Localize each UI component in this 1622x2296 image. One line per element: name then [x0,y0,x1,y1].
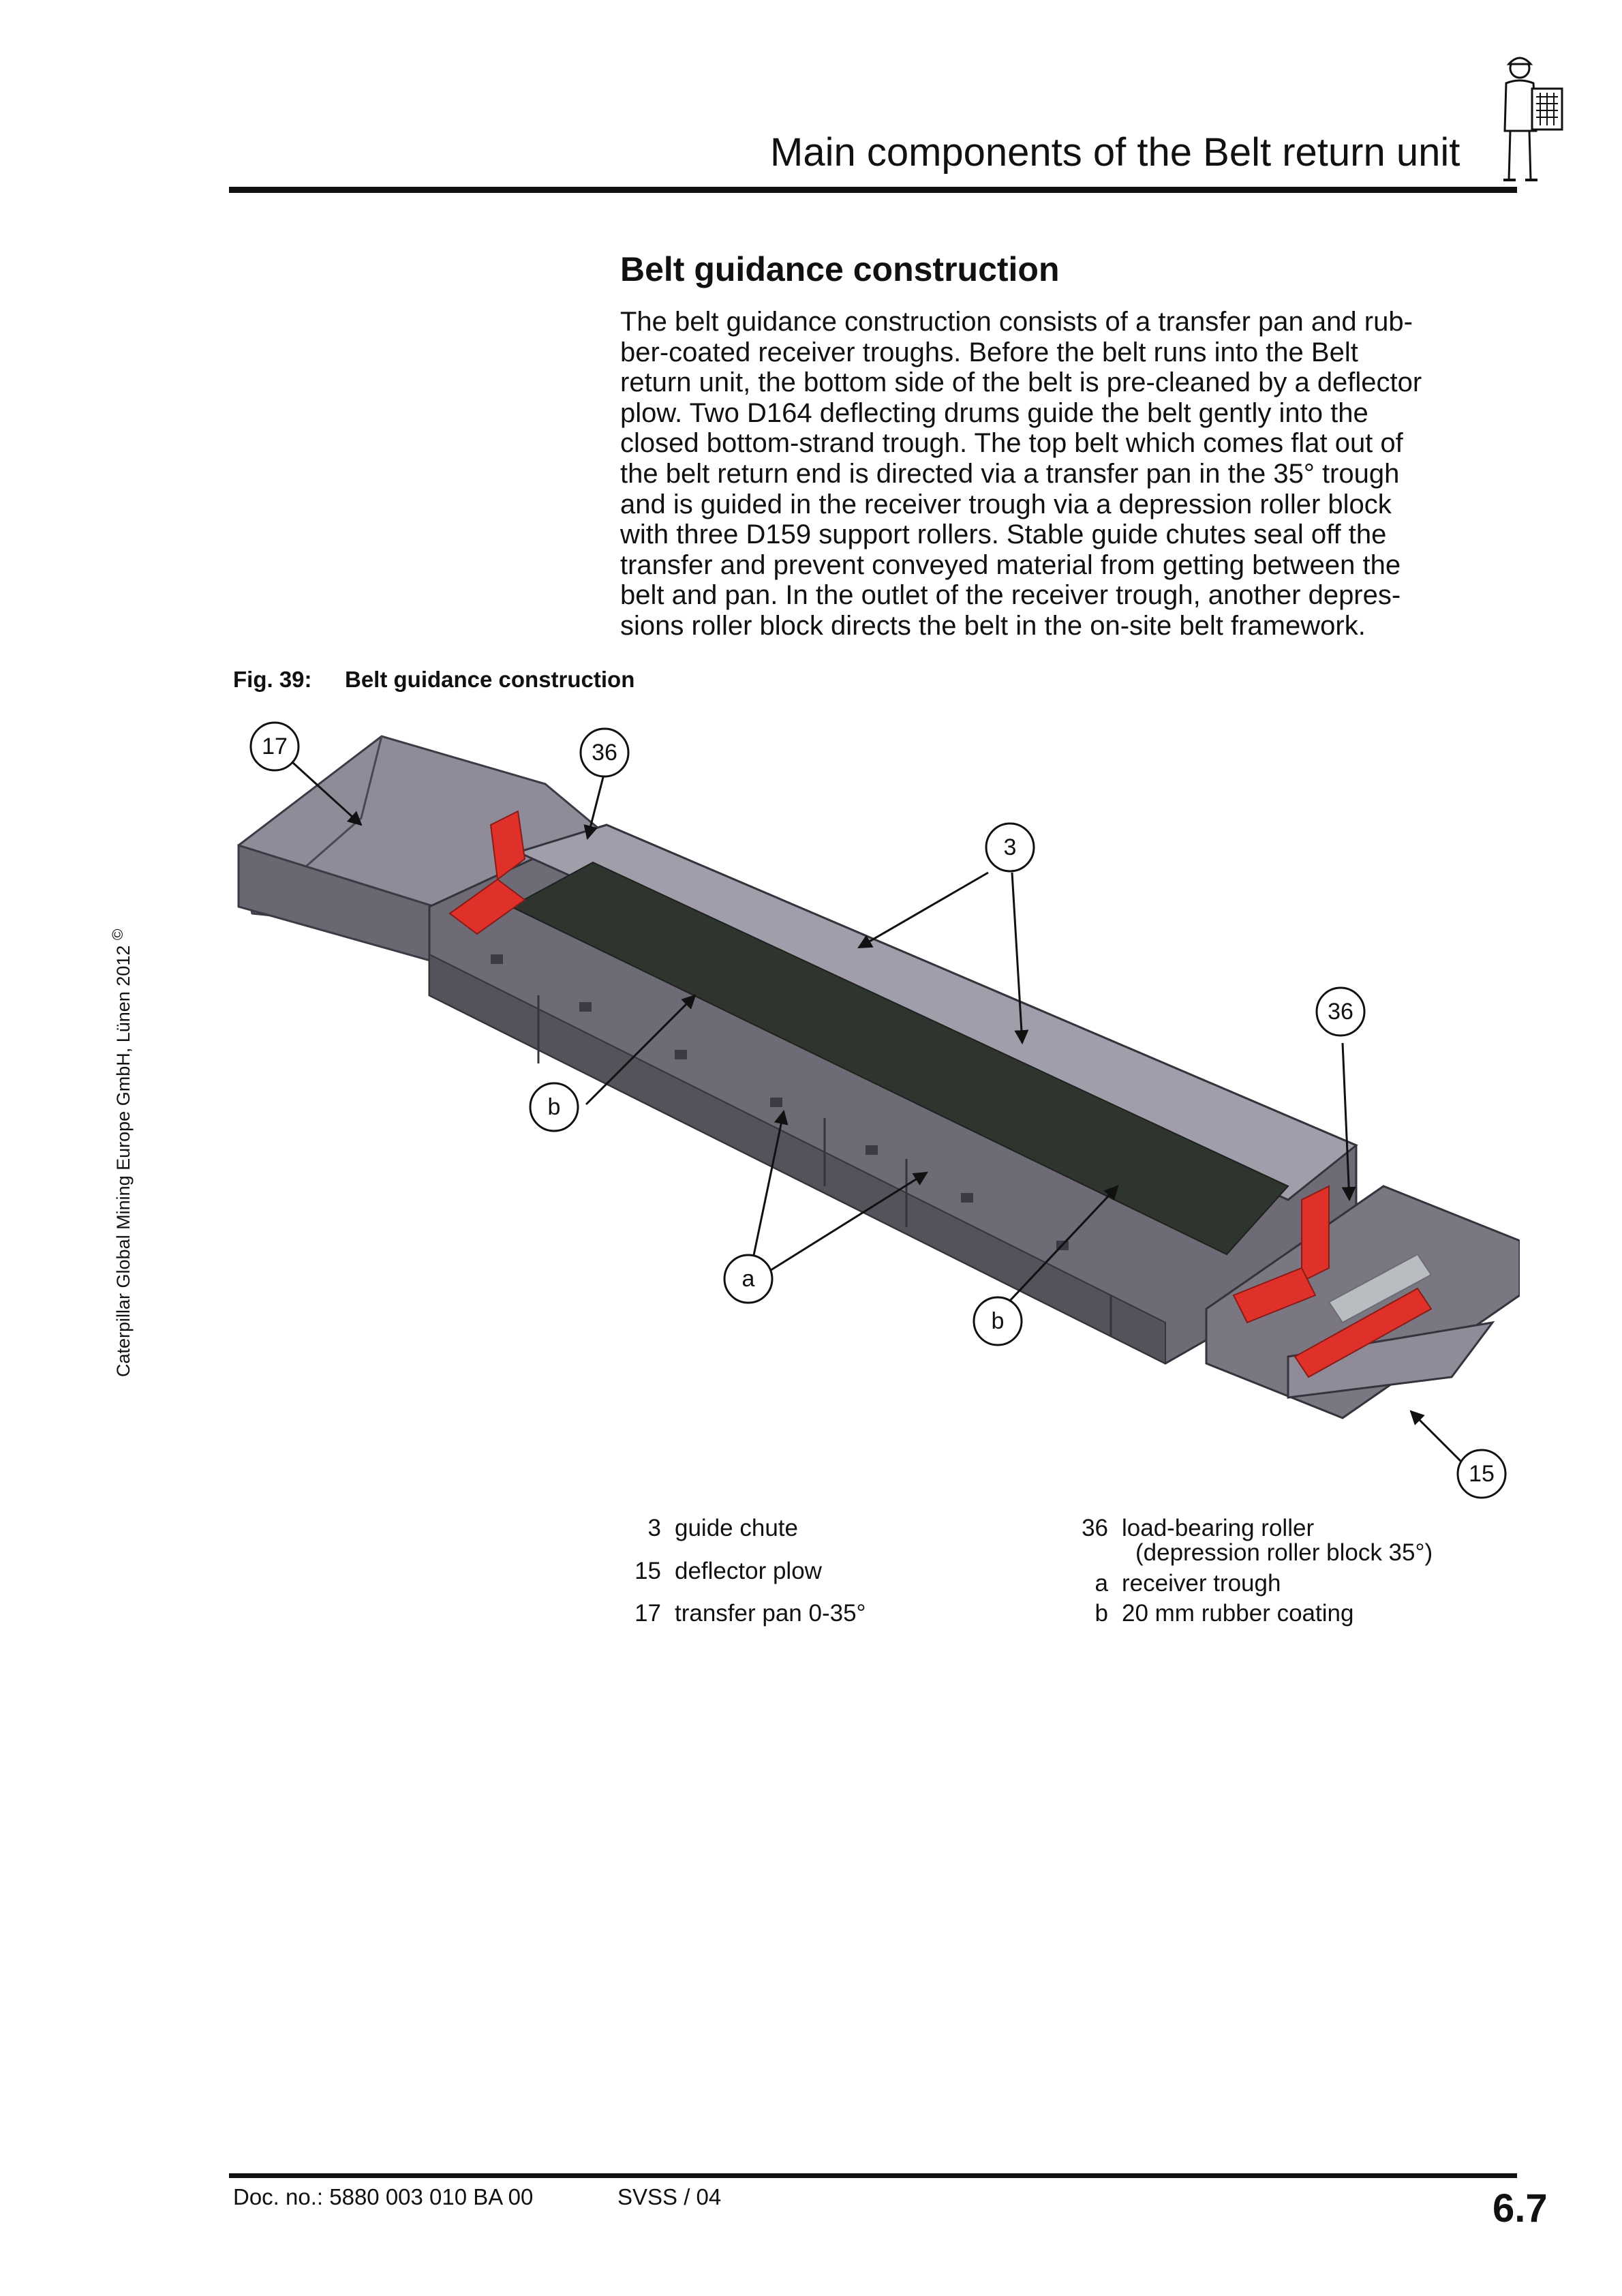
callout-a: a [723,1254,774,1304]
body-line: sions roller block directs the belt in t… [620,610,1366,641]
page-header-title: Main components of the Belt return unit [770,130,1460,175]
legend-key: a [1095,1570,1108,1597]
legend-item: b 20 mm rubber coating [1078,1600,1354,1627]
section-heading: Belt guidance construction [620,250,1060,288]
belt-guidance-diagram: 17 36 3 36 b a b 15 [237,721,1520,1499]
legend-item: a receiver trough [1078,1570,1281,1597]
callout-b-right: b [973,1296,1023,1346]
legend-text: guide chute [675,1515,798,1541]
page-number: 6.7 [1493,2186,1548,2231]
callout-15-label: 15 [1469,1461,1495,1487]
legend-item: 15 deflector plow [631,1558,822,1585]
figure-caption: Fig. 39: Belt guidance construction [233,667,634,693]
footer-document-number: Doc. no.: 5880 003 010 BA 00 [233,2184,534,2209]
callout-17-label: 17 [262,734,288,759]
depression-roller-block-left [448,810,526,935]
legend-key: 3 [647,1515,661,1541]
callout-36-right: 36 [1315,986,1366,1037]
body-line: The belt guidance construction consists … [620,307,1413,337]
side-note-text: Caterpillar Global Mining Europe GmbH, L… [113,945,134,1377]
legend-text: load-bearing roller [1122,1515,1315,1541]
footer-divider [229,2173,1517,2178]
legend-text: transfer pan 0-35° [675,1600,866,1627]
callout-3-label: 3 [1004,834,1017,860]
side-copyright-note: Caterpillar Global Mining Europe GmbH, L… [109,929,134,1377]
receiver-trough [509,861,1289,1256]
figure-caption-text: Belt guidance construction [345,667,635,692]
callout-15: 15 [1456,1449,1507,1499]
legend-item: 17 transfer pan 0-35° [631,1600,866,1627]
legend-item: 3 guide chute [631,1515,798,1542]
legend-key: 17 [634,1600,661,1627]
callout-36-left: 36 [579,727,630,778]
figure-number: Fig. 39: [233,667,312,692]
body-line: closed bottom-strand trough. The top bel… [620,428,1403,459]
body-line: ber-coated receiver troughs. Before the … [620,337,1358,367]
legend-text: receiver trough [1122,1570,1281,1597]
legend-key: 15 [634,1558,661,1584]
header-divider [229,187,1517,193]
callout-b-right-label: b [992,1308,1005,1334]
callout-17: 17 [249,721,300,772]
legend-text: 20 mm rubber coating [1122,1600,1354,1627]
callout-a-label: a [742,1266,755,1292]
deflecting-drums [1294,1253,1433,1378]
legend-text: deflector plow [675,1558,822,1584]
body-line: transfer and prevent conveyed material f… [620,549,1401,580]
body-paragraph: The belt guidance construction consists … [620,307,1520,641]
callout-3: 3 [985,822,1035,873]
legend-subtext: (depression roller block 35°) [1135,1539,1433,1566]
depression-roller-block-right [1232,1185,1330,1324]
callout-36-right-label: 36 [1328,999,1353,1025]
body-line: with three D159 support rollers. Stable … [620,519,1387,550]
body-line: the belt return end is directed via a tr… [620,458,1400,489]
legend-item: 36 load-bearing roller [1078,1515,1314,1542]
callout-b-left-label: b [548,1094,561,1120]
legend-key: b [1095,1600,1108,1627]
worker-with-clipboard-icon [1503,57,1563,181]
footer-code: SVSS / 04 [617,2184,722,2209]
legend-key: 36 [1082,1515,1108,1541]
body-line: and is guided in the receiver trough via… [620,489,1392,519]
callout-36-left-label: 36 [592,740,617,766]
copyright-symbol: © [109,928,126,941]
body-line: belt and pan. In the outlet of the recei… [620,580,1401,611]
callout-b-left: b [529,1082,579,1132]
body-line: return unit, the bottom side of the belt… [620,367,1422,398]
body-line: plow. Two D164 deflecting drums guide th… [620,397,1368,428]
